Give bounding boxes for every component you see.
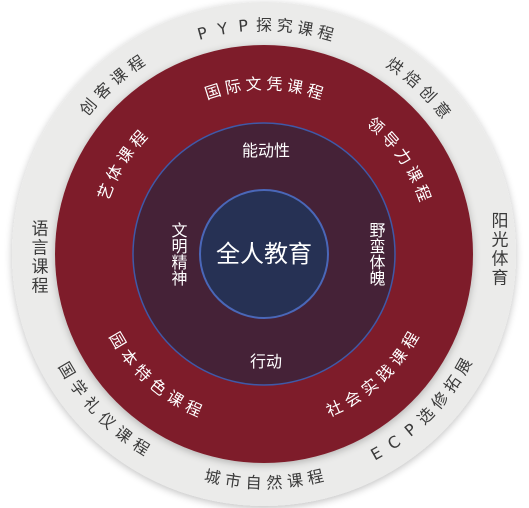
middle-top-label-char: 际 bbox=[223, 76, 242, 98]
outer-left-label-char: 课 bbox=[32, 258, 49, 278]
outer-top-label-char: Y bbox=[215, 19, 229, 40]
outer-left-label-char: 言 bbox=[32, 239, 49, 259]
middle-upper-right-label-char: 程 bbox=[411, 182, 434, 204]
outer-top-label-char: 课 bbox=[296, 18, 315, 40]
outer-right-label-char: 育 bbox=[492, 269, 509, 289]
outer-right-label-char: 光 bbox=[492, 231, 509, 251]
outer-bottom-label-char: 自 bbox=[245, 473, 262, 493]
middle-top-label-char: 文 bbox=[245, 74, 262, 94]
inner-left-label: 文明精神 bbox=[169, 222, 188, 286]
outer-top-label-char: 探 bbox=[256, 16, 272, 35]
middle-top-label-char: 凭 bbox=[266, 74, 283, 94]
center-label: 全人教育 bbox=[216, 240, 312, 268]
outer-top-label-char: 程 bbox=[315, 22, 336, 45]
outer-top-label-char: 究 bbox=[276, 16, 294, 36]
outer-right-label-char: 阳 bbox=[492, 212, 509, 232]
outer-bottom-label-char: 课 bbox=[286, 470, 304, 491]
inner-right-label: 野蛮体魄 bbox=[367, 222, 386, 287]
outer-right-label-char: 体 bbox=[492, 250, 509, 270]
middle-lower-right-label-char: 社 bbox=[323, 397, 345, 421]
middle-upper-left-label-char: 体 bbox=[102, 161, 126, 184]
outer-bottom-label-char: 城 bbox=[203, 466, 223, 488]
outer-bottom-label-char: 市 bbox=[224, 470, 242, 491]
middle-top-label-char: 程 bbox=[305, 80, 326, 103]
middle-upper-left-label-char: 艺 bbox=[94, 181, 118, 203]
middle-lower-left-label-char: 程 bbox=[182, 397, 204, 421]
middle-top-label-char: 国 bbox=[202, 80, 223, 103]
inner-bottom-label: 行动 bbox=[250, 352, 282, 371]
inner-top-label: 能动性 bbox=[242, 141, 290, 160]
outer-bottom-label-char: 然 bbox=[266, 473, 283, 493]
middle-upper-right-label-char: 课 bbox=[402, 163, 426, 186]
outer-left-label-char: 语 bbox=[32, 220, 49, 240]
outer-top-label-char: P bbox=[238, 16, 250, 36]
outer-bottom-label-char: 程 bbox=[306, 466, 326, 488]
outer-left-label-char: 程 bbox=[32, 277, 49, 297]
middle-top-label-char: 课 bbox=[285, 76, 304, 98]
core-circle bbox=[199, 189, 329, 319]
